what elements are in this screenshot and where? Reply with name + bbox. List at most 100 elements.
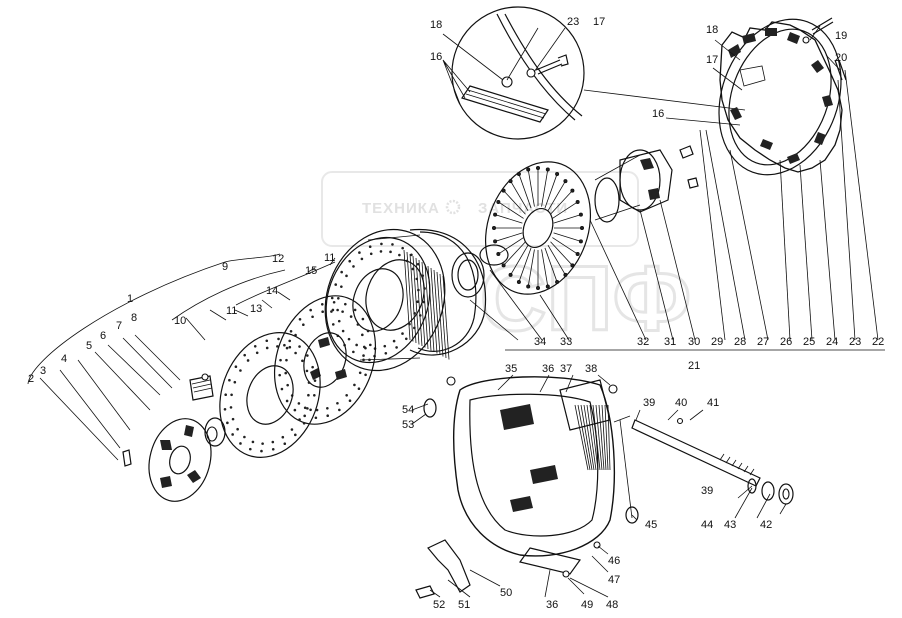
rivet-hole	[278, 373, 281, 377]
rivet-hole	[415, 277, 419, 281]
rivet-hole	[298, 317, 302, 321]
callout-53: 53	[402, 419, 414, 431]
callout-14: 14	[266, 285, 278, 297]
detail-stroke	[586, 404, 597, 471]
rivet-hole	[405, 259, 409, 263]
rivet-hole	[336, 308, 339, 312]
rivet-hole	[265, 339, 269, 343]
rivet-hole	[369, 252, 373, 256]
rivet-hole	[297, 402, 301, 405]
rivet-hole	[384, 351, 388, 355]
detail-stroke	[494, 232, 523, 242]
fork-50	[415, 539, 471, 599]
rivet-hole	[357, 387, 361, 391]
rivet-hole	[417, 288, 420, 292]
rivet-hole	[334, 283, 338, 286]
detail-stroke	[544, 247, 558, 283]
clutch-housing	[453, 376, 615, 575]
callout-42: 42	[760, 519, 772, 531]
rivet-hole	[284, 371, 288, 375]
rivet-hole	[380, 242, 383, 246]
detail-stroke	[598, 404, 605, 471]
rivet-hole	[277, 337, 280, 341]
watermark: ТЕХНИКА ЗАПЧАСТИ СПФ	[321, 171, 693, 352]
detail-stroke	[518, 247, 532, 283]
detail-stroke	[510, 244, 529, 276]
rivet-hole	[331, 308, 335, 312]
rivet-hole	[271, 447, 275, 451]
detail-stroke	[583, 404, 595, 471]
rivet-hole	[401, 246, 404, 250]
rivet-hole	[416, 262, 420, 266]
callout-17b: 17	[706, 54, 718, 66]
rivet-hole	[341, 329, 345, 333]
rivet-hole	[508, 179, 513, 184]
rivet-hole	[389, 250, 392, 254]
callout-49: 49	[581, 599, 593, 611]
rivet-hole	[298, 345, 301, 348]
detail-stroke	[595, 404, 603, 471]
rivet-hole	[283, 343, 286, 347]
rivet-hole	[413, 326, 416, 330]
rivet-hole	[246, 359, 250, 362]
rivet-hole	[555, 280, 560, 285]
callout-1: 1	[127, 293, 133, 305]
rivet-hole	[285, 346, 289, 350]
rivet-hole	[326, 406, 329, 410]
spring-retainer-plate	[148, 418, 212, 502]
rivet-hole	[401, 332, 404, 335]
callout-31: 31	[664, 336, 676, 348]
detail-stroke	[550, 241, 573, 266]
rivet-hole	[347, 337, 351, 341]
detail-stroke	[577, 404, 591, 471]
callout-2: 2	[28, 373, 34, 385]
detail-stroke	[552, 201, 578, 219]
callout-41: 41	[707, 397, 719, 409]
rivet-hole	[283, 442, 287, 446]
rivet-hole	[239, 442, 242, 445]
rivet-hole	[255, 351, 259, 355]
detail-stroke	[494, 214, 523, 224]
rivet-hole	[320, 302, 324, 306]
detail-stroke	[552, 237, 578, 255]
rivet-hole	[421, 274, 425, 277]
rivet-hole	[379, 250, 383, 253]
callout-15: 15	[305, 265, 317, 277]
rivet-hole	[580, 225, 585, 230]
clutch-disc-lower	[219, 332, 321, 458]
callout-22: 22	[872, 336, 884, 348]
callout-23b: 23	[849, 336, 861, 348]
callout-7: 7	[116, 320, 122, 332]
detail-stroke	[442, 275, 450, 360]
rivet-hole	[260, 449, 263, 453]
callout-8: 8	[131, 312, 137, 324]
callout-5: 5	[86, 340, 92, 352]
rivet-hole	[526, 167, 531, 172]
rivet-hole	[578, 212, 583, 217]
callout-11a: 11	[324, 252, 335, 264]
rivet-hole	[575, 199, 580, 204]
detail-stroke	[541, 249, 549, 287]
callout-12: 12	[272, 253, 284, 265]
flywheel	[324, 228, 450, 372]
gear-icon	[445, 199, 461, 215]
input-shaft	[631, 419, 761, 487]
callout-54: 54	[402, 404, 414, 416]
callout-29: 29	[711, 336, 723, 348]
rivet-hole	[398, 253, 401, 257]
detail-stroke	[541, 169, 549, 207]
callout-36b: 36	[546, 599, 558, 611]
detail-stroke	[430, 267, 438, 354]
rivet-hole	[364, 373, 367, 377]
rivet-hole	[326, 414, 330, 418]
rivet-hole	[345, 393, 348, 397]
rivet-hole	[313, 393, 316, 397]
rivet-hole	[496, 199, 501, 204]
rivet-hole	[285, 358, 288, 362]
rivet-hole	[321, 310, 324, 314]
detail-stroke	[498, 201, 524, 219]
callout-30: 30	[688, 336, 700, 348]
rivet-hole	[356, 323, 360, 326]
callout-18a: 18	[430, 19, 442, 31]
rivet-hole	[314, 416, 318, 420]
